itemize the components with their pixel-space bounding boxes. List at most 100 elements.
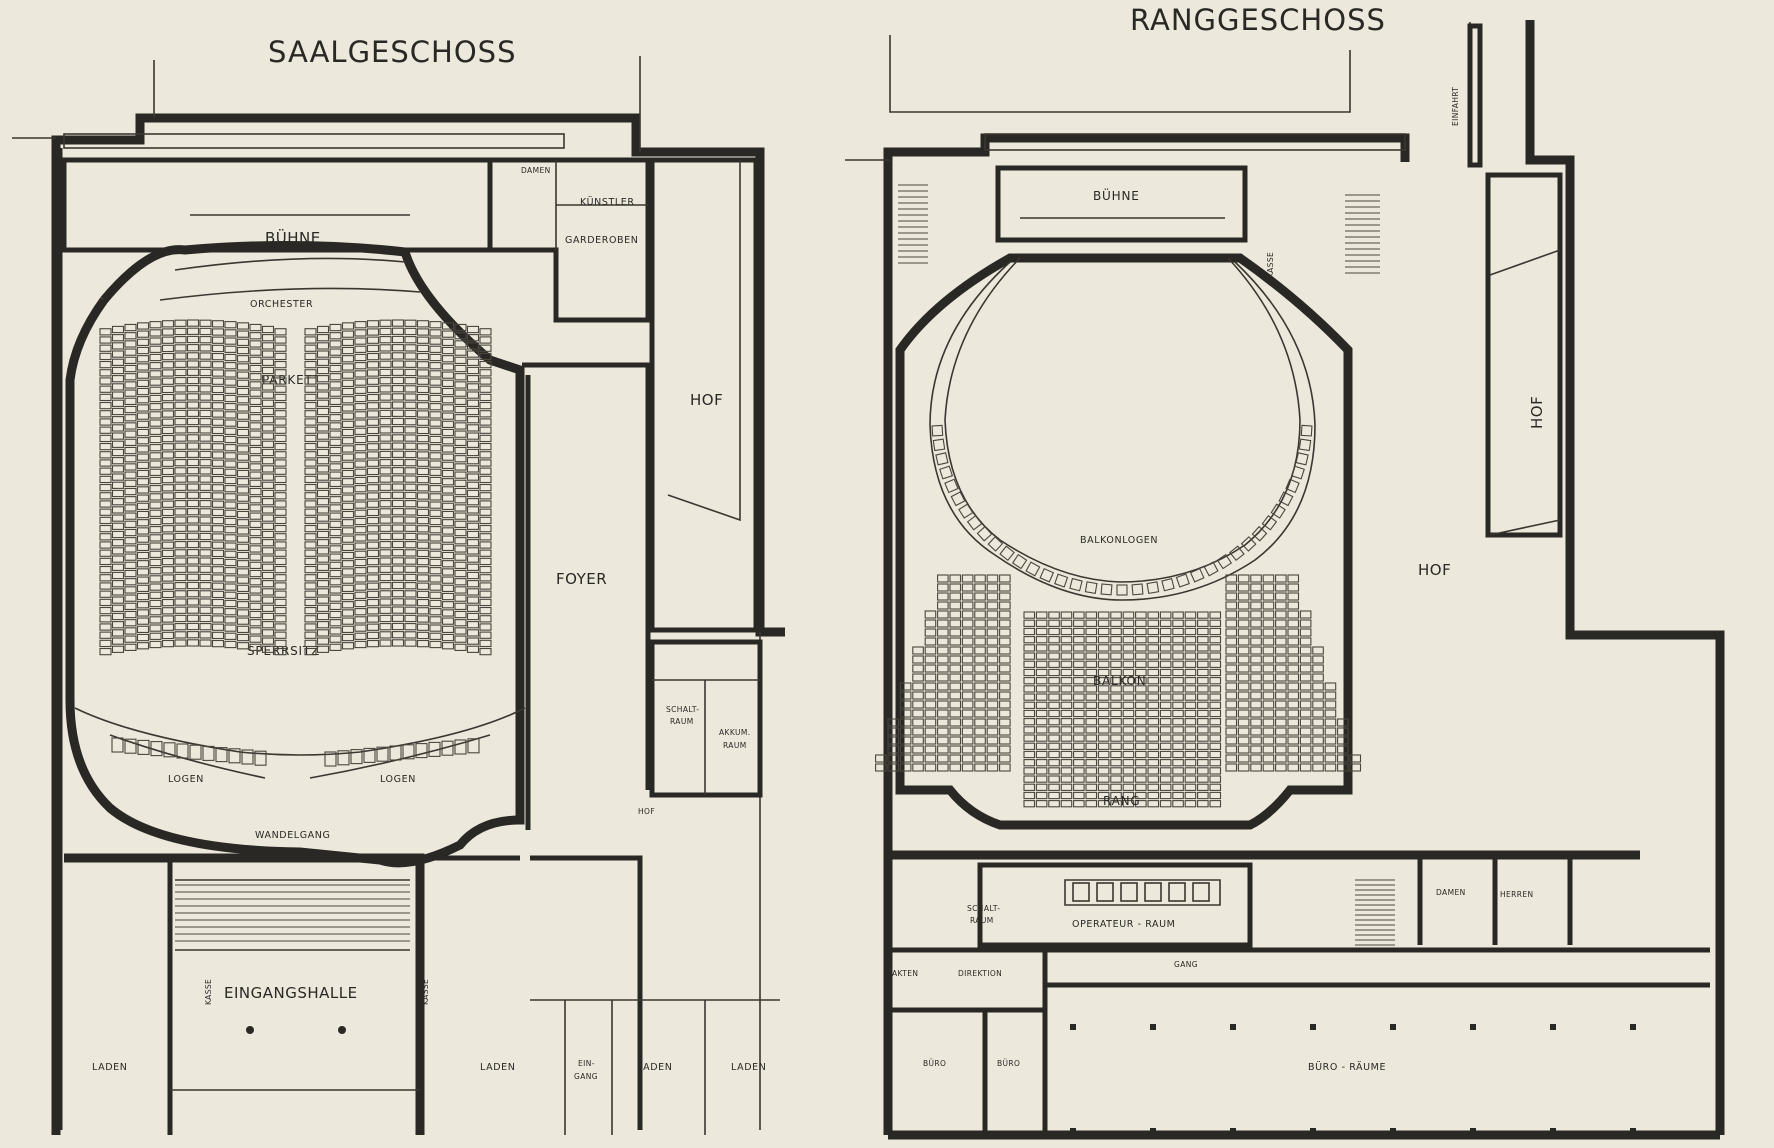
- seat: [454, 504, 467, 512]
- seat: [224, 452, 237, 460]
- seat: [1250, 763, 1262, 772]
- seat: [441, 510, 455, 519]
- seat: [249, 340, 262, 348]
- seat: [1312, 709, 1324, 718]
- seat: [354, 608, 367, 616]
- seat: [136, 396, 150, 404]
- seat: [391, 631, 405, 639]
- seat: [316, 522, 330, 530]
- seat: [1275, 736, 1287, 745]
- seat: [1172, 693, 1184, 701]
- seat: [379, 598, 392, 606]
- seat: [1122, 775, 1135, 783]
- seat: [404, 516, 417, 524]
- seat: [341, 412, 355, 420]
- seat: [1135, 619, 1147, 627]
- seat: [1225, 745, 1238, 754]
- seat: [366, 574, 380, 582]
- label-buero-raeume: BÜRO - RÄUME: [1308, 1062, 1386, 1073]
- seat: [1147, 685, 1160, 693]
- seat: [316, 596, 330, 604]
- seat: [224, 337, 237, 345]
- seat: [316, 637, 330, 645]
- label-operateur: OPERATEUR - RAUM: [1072, 919, 1175, 930]
- seat: [99, 631, 112, 639]
- seat: [454, 422, 467, 430]
- seat: [186, 475, 200, 483]
- seat: [149, 468, 162, 476]
- seat: [1275, 610, 1287, 619]
- seat: [124, 340, 137, 348]
- seat: [1262, 736, 1275, 745]
- seat: [912, 646, 924, 655]
- seat: [329, 520, 342, 528]
- seat: [211, 623, 225, 631]
- seat: [261, 465, 275, 473]
- seat: [454, 520, 467, 528]
- seat: [1035, 726, 1048, 734]
- seat: [429, 452, 442, 460]
- seat: [111, 407, 125, 416]
- seat: [1073, 767, 1085, 775]
- seat: [1184, 701, 1197, 709]
- seat: [99, 377, 112, 385]
- seat: [404, 409, 417, 418]
- seat: [1184, 742, 1197, 750]
- seat: [1135, 726, 1147, 734]
- seat: [1197, 734, 1209, 742]
- seat: [1197, 644, 1209, 652]
- seat: [111, 432, 125, 440]
- seat: [416, 590, 430, 599]
- seat: [1035, 627, 1048, 636]
- seat: [404, 393, 417, 401]
- seat: [379, 401, 392, 409]
- seat: [1299, 628, 1312, 637]
- label-logen-2: LOGEN: [380, 774, 416, 785]
- seat: [1287, 574, 1300, 583]
- seat: [1048, 726, 1060, 734]
- seat: [1287, 637, 1300, 646]
- seat: [466, 580, 480, 588]
- seat: [1085, 652, 1098, 660]
- seat: [416, 533, 430, 541]
- seat: [1060, 734, 1073, 742]
- seat: [1337, 727, 1349, 736]
- seat: [274, 590, 287, 598]
- label-garderoben: GARDEROBEN: [565, 235, 638, 246]
- seat: [341, 494, 355, 502]
- seat: [161, 328, 175, 336]
- seat: [236, 453, 250, 461]
- seat: [174, 360, 187, 368]
- seat: [466, 604, 480, 612]
- seat: [211, 328, 225, 336]
- seat: [249, 528, 262, 537]
- seat: [379, 336, 392, 344]
- seat: [379, 352, 392, 360]
- seat: [329, 496, 342, 504]
- seat: [186, 573, 200, 581]
- seat: [261, 473, 275, 481]
- seat: [391, 393, 405, 401]
- seat: [479, 500, 492, 508]
- seat: [466, 621, 480, 629]
- seat: [912, 736, 924, 745]
- seat: [391, 319, 405, 327]
- seat: [304, 606, 317, 615]
- seat: [1197, 750, 1209, 759]
- seat: [999, 745, 1011, 754]
- seat: [149, 632, 162, 640]
- seat: [949, 754, 962, 763]
- seat: [1097, 611, 1110, 619]
- seat: [1197, 718, 1209, 726]
- seat: [366, 549, 380, 558]
- seat: [1159, 693, 1172, 701]
- seat: [924, 619, 937, 628]
- seat: [236, 412, 250, 420]
- seat: [354, 583, 367, 591]
- seat: [1060, 750, 1073, 759]
- seat: [416, 631, 430, 640]
- seat: [404, 467, 417, 475]
- seat: [949, 736, 962, 745]
- seat: [1135, 660, 1147, 668]
- seat: [354, 468, 367, 476]
